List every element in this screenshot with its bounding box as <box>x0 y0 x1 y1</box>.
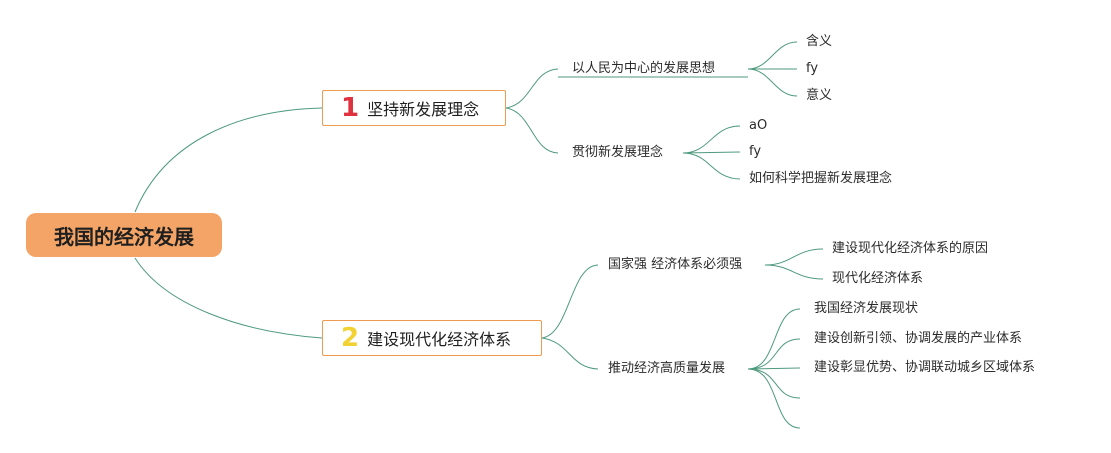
connector-branch-2-sub-2 <box>541 337 599 370</box>
leaf-2-1-1[interactable]: 建设现代化经济体系的原因 <box>832 241 989 256</box>
connector-leaf-2-2-2 <box>747 338 801 370</box>
connector-leaf-2-2-5 <box>747 368 801 429</box>
branch-topic-label: 坚持新发展理念 <box>367 100 480 119</box>
subtopic-1-2[interactable]: 贯彻新发展理念 <box>572 145 664 160</box>
number-2-icon: 2 <box>341 323 360 353</box>
root-topic-label: 我国的经济发展 <box>54 224 194 249</box>
leaf-1-2-3[interactable]: 如何科学把握新发展理念 <box>749 171 893 186</box>
connector-leaf-2-2-1 <box>747 308 801 370</box>
leaf-2-2-1[interactable]: 我国经济发展现状 <box>814 301 919 316</box>
branch-topic-2[interactable]: 2 建设现代化经济体系 <box>322 320 542 356</box>
connector-leaf-2-1-2 <box>764 264 824 280</box>
number-1-icon: 1 <box>341 93 360 123</box>
branch-topic-label: 建设现代化经济体系 <box>367 330 512 349</box>
leaf-1-1-3[interactable]: 意义 <box>806 88 833 103</box>
connector-branch-2-sub-1 <box>541 264 599 339</box>
subtopic-1-1[interactable]: 以人民为中心的发展思想 <box>572 61 716 76</box>
connector-root-branch-2 <box>134 257 323 339</box>
connector-leaf-2-2-4 <box>747 368 801 399</box>
leaf-1-2-1[interactable]: aO <box>749 118 768 133</box>
connector-leaf-2-1-1 <box>764 248 824 266</box>
leaf-2-2-2[interactable]: 建设创新引领、协调发展的产业体系 <box>814 331 1023 346</box>
connector-leaf-1-1-1 <box>747 41 798 70</box>
leaf-1-1-1[interactable]: 含义 <box>806 34 833 49</box>
subtopic-2-2[interactable]: 推动经济高质量发展 <box>608 361 726 376</box>
leaf-2-1-2[interactable]: 现代化经济体系 <box>832 271 924 286</box>
connector-leaf-1-2-1 <box>682 125 741 154</box>
connector-leaf-1-1-3 <box>747 68 798 97</box>
branch-topic-1[interactable]: 1 坚持新发展理念 <box>322 90 506 126</box>
connector-branch-1-sub-1 <box>505 68 559 109</box>
connector-leaf-2-2-3 <box>747 367 801 370</box>
root-topic[interactable]: 我国的经济发展 <box>26 213 222 257</box>
subtopic-2-1[interactable]: 国家强 经济体系必须强 <box>608 257 743 272</box>
connector-branch-1-sub-2 <box>505 107 559 154</box>
connector-leaf-1-2-3 <box>682 152 741 180</box>
leaf-2-2-3[interactable]: 建设彰显优势、协调联动城乡区域体系 <box>814 360 1036 375</box>
leaf-1-2-2[interactable]: fy <box>749 144 762 159</box>
connector-leaf-1-2-2 <box>682 151 741 154</box>
connector-root-branch-1 <box>134 107 323 213</box>
leaf-1-1-2[interactable]: fy <box>806 61 819 76</box>
